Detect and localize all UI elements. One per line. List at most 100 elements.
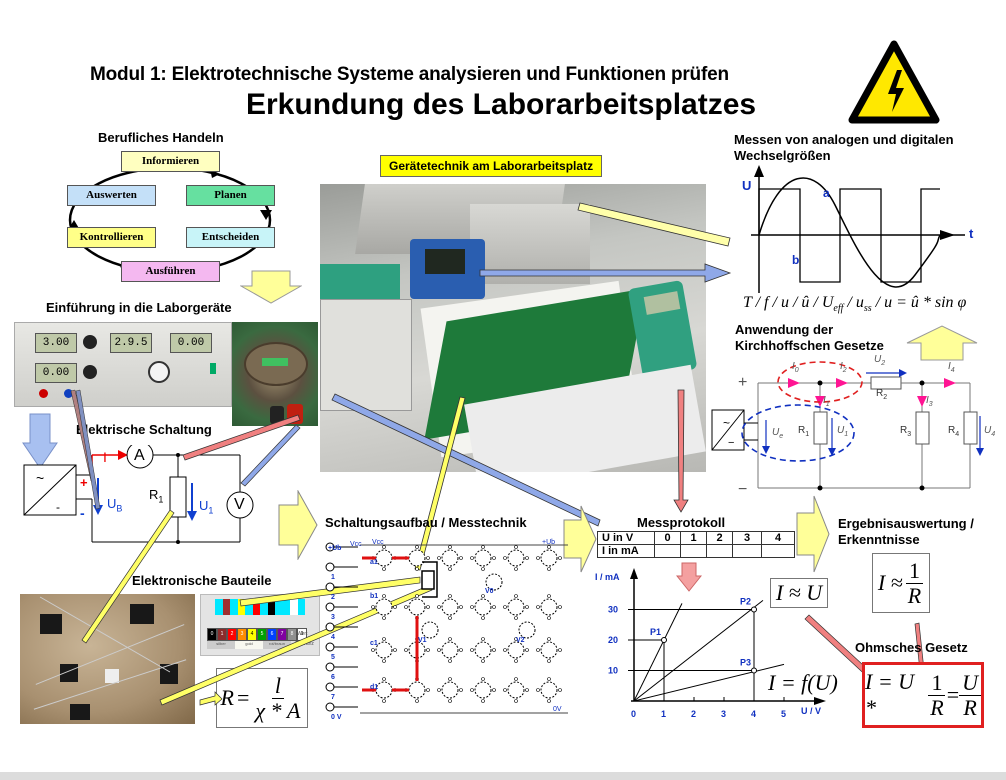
resistor-band [222, 599, 230, 615]
terminal[interactable] [325, 662, 335, 672]
resistor-band [260, 599, 268, 615]
axis-t-label: t [969, 226, 974, 241]
cell-i-0[interactable] [654, 544, 681, 558]
socket[interactable] [474, 598, 492, 616]
terminal[interactable] [325, 702, 335, 712]
socket[interactable] [375, 549, 393, 567]
transistor-socket[interactable] [485, 573, 503, 591]
socket[interactable] [507, 598, 525, 616]
tol-gold[interactable]: gold [235, 641, 263, 649]
socket[interactable] [408, 549, 426, 567]
u: U [984, 425, 992, 436]
socket[interactable] [507, 641, 525, 659]
switch [210, 363, 216, 374]
cell-i-2[interactable] [706, 544, 733, 558]
current-knob [83, 365, 97, 379]
cell-i-3[interactable] [732, 544, 762, 558]
header-i: I in mA [597, 544, 655, 558]
table-row: U in V 0 1 2 3 4 [597, 531, 795, 545]
socket[interactable] [540, 549, 558, 567]
resistor-label: R1 [149, 487, 163, 505]
bb-row-a1: a1 [370, 559, 378, 566]
terminal[interactable] [325, 582, 335, 592]
s: 2 [883, 394, 888, 401]
cycle-step-ausfuehren: Ausführen [121, 261, 220, 282]
color-code-swatch[interactable]: 6 [267, 628, 277, 641]
y-tick-label: 10 [608, 666, 618, 676]
label-plus: + [80, 475, 88, 490]
socket[interactable] [507, 549, 525, 567]
u: U [107, 496, 117, 511]
f1-sub: eff [833, 303, 844, 315]
color-code-swatch[interactable]: 1 [217, 628, 227, 641]
terminal[interactable] [325, 602, 335, 612]
bb-row-b1: b1 [370, 593, 379, 600]
color-code-swatch[interactable]: 2 [227, 628, 237, 641]
axis-u-label: U [742, 178, 752, 193]
socket[interactable] [507, 681, 525, 699]
blue-terminal [64, 389, 73, 398]
ammeter-label: A [134, 447, 145, 464]
bottom-scrollbar[interactable] [0, 772, 1006, 780]
components-photo [20, 594, 195, 724]
tol-rot[interactable]: rot/braun [263, 641, 291, 649]
y-tick-label: 20 [608, 635, 618, 645]
cell-u-0: 0 [654, 531, 681, 545]
elektrische-schaltung-title: Elektrische Schaltung [76, 422, 212, 437]
socket[interactable] [408, 681, 426, 699]
transistor-socket[interactable] [518, 621, 536, 639]
label-r4: R4 [948, 425, 959, 438]
socket[interactable] [474, 681, 492, 699]
socket[interactable] [375, 641, 393, 659]
voltage-knob [83, 335, 97, 349]
socket[interactable] [441, 641, 459, 659]
color-code-swatch[interactable]: 4 [247, 628, 257, 641]
label-r2: R2 [876, 388, 887, 401]
tol-silber[interactable]: silber [207, 641, 235, 649]
s: 4 [950, 367, 955, 374]
color-code-swatch[interactable]: 0 [207, 628, 217, 641]
r: R [900, 425, 908, 436]
step-label: Entscheiden [201, 231, 260, 243]
color-code-swatch[interactable]: 3 [237, 628, 247, 641]
series-line-steep [633, 603, 683, 702]
breadboard-layout [325, 542, 568, 714]
yellow-up-arrow-icon [906, 325, 978, 361]
socket[interactable] [441, 549, 459, 567]
annotation-i-approx-u: I ≈ U [770, 578, 828, 608]
label-a: a [823, 186, 830, 200]
terminal[interactable] [325, 642, 335, 652]
cell-i-1[interactable] [680, 544, 707, 558]
socket[interactable] [540, 681, 558, 699]
socket[interactable] [474, 641, 492, 659]
bb-v1: V1 [418, 637, 427, 644]
formula-den1: R [930, 694, 944, 720]
terminal[interactable] [325, 682, 335, 692]
resistor-bands [215, 599, 305, 615]
socket[interactable] [441, 681, 459, 699]
svg-text:−: − [738, 481, 747, 495]
chart-ylabel: I / mA [595, 572, 620, 582]
color-code-swatch[interactable]: 8 [287, 628, 297, 641]
cell-i-4[interactable] [761, 544, 795, 558]
socket[interactable] [375, 598, 393, 616]
x-tick-label: 1 [661, 709, 666, 719]
socket[interactable] [540, 598, 558, 616]
socket[interactable] [474, 549, 492, 567]
x-tick-label: 2 [691, 709, 696, 719]
ergebnis-title-2: Erkenntnisse [838, 532, 920, 547]
color-code-swatch[interactable]: 5 [257, 628, 267, 641]
transistor-socket[interactable] [421, 621, 439, 639]
kirchhoff-circuit-diagram: + − ~ − [711, 361, 984, 495]
socket[interactable] [441, 598, 459, 616]
bb-terminal-label: 6 [331, 674, 335, 681]
terminal[interactable] [325, 562, 335, 572]
chart-xlabel: U / V [801, 706, 822, 716]
socket[interactable] [375, 681, 393, 699]
u-sub: B [116, 503, 123, 514]
socket[interactable] [540, 641, 558, 659]
socket[interactable] [408, 598, 426, 616]
formula-lhs: I ≈ [877, 570, 903, 595]
terminal[interactable] [325, 622, 335, 632]
color-code-swatch[interactable]: 7 [277, 628, 287, 641]
